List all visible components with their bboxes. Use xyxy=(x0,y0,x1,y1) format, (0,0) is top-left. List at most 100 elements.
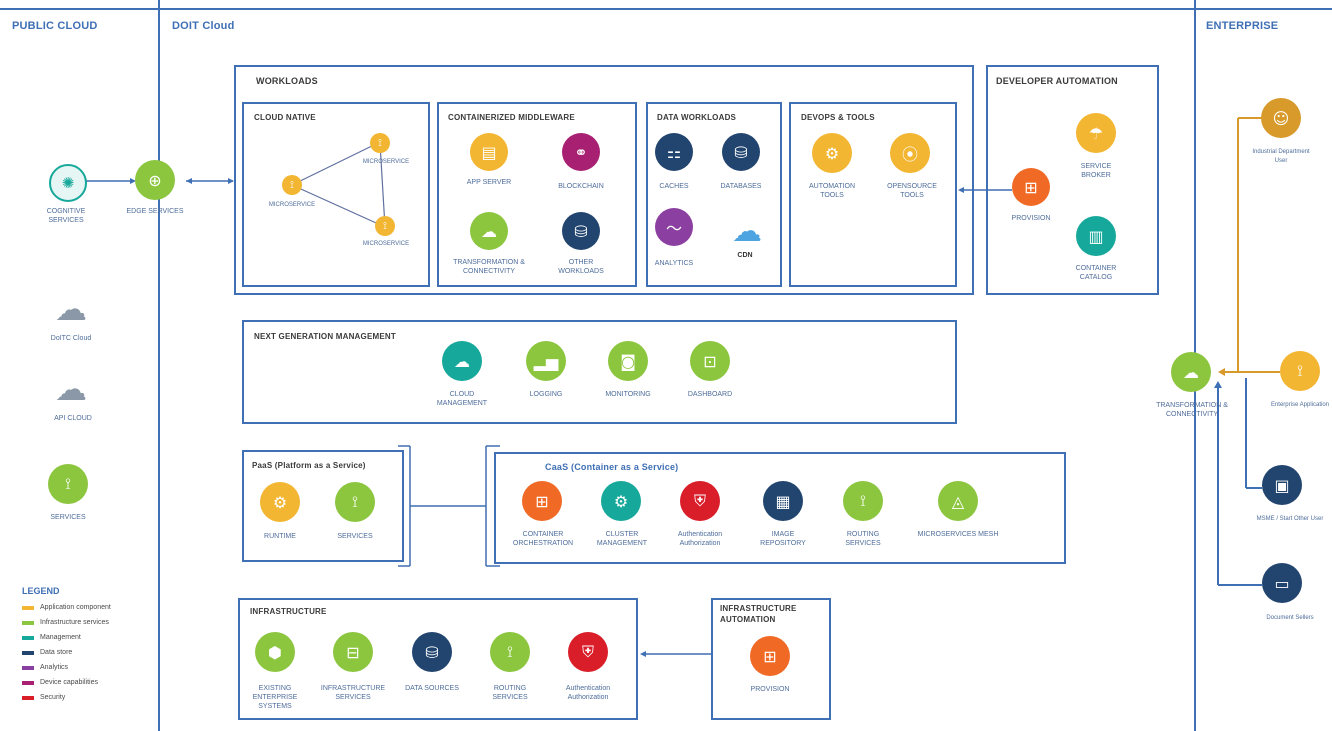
infra-provision-icon[interactable]: ⊞ xyxy=(750,636,790,676)
infra-automation-box xyxy=(711,598,831,720)
automation-tools-label: AUTOMATION TOOLS xyxy=(808,183,856,199)
infrastructure-box xyxy=(238,598,638,720)
api-cloud-icon: ☁ xyxy=(55,370,87,408)
infra-auth-label: Authentication Authorization xyxy=(565,685,611,701)
other-workloads-label: OTHER WORKLOADS xyxy=(558,259,604,275)
logging-label: LOGGING xyxy=(529,391,563,398)
enterprise-transformation-label: TRANSFORMATION & CONNECTIVITY xyxy=(1156,402,1228,418)
blockchain-icon[interactable]: ⚭ xyxy=(562,133,600,171)
msme-user-icon[interactable]: ▣ xyxy=(1262,465,1302,505)
data-sources-label: DATA SOURCES xyxy=(405,685,459,692)
microservice-label: MICROSERVICE xyxy=(268,202,316,208)
legend-title: LEGEND xyxy=(22,586,60,596)
paas-services-label: SERVICES xyxy=(337,533,373,540)
automation-tools-icon[interactable]: ⚙ xyxy=(812,133,852,173)
top-rule xyxy=(0,8,1332,10)
document-sellers-icon[interactable]: ▭ xyxy=(1262,563,1302,603)
legend-item-analytics: Analytics xyxy=(22,664,68,671)
microservice-icon[interactable]: ⟟ xyxy=(282,175,302,195)
container-catalog-label: CONTAINER CATALOG xyxy=(1075,265,1117,281)
document-sellers-label: Document Sellers xyxy=(1266,615,1314,621)
image-repository-label: IMAGE REPOSITORY xyxy=(760,531,806,547)
devops-tools-title: DEVOPS & TOOLS xyxy=(801,113,875,122)
caas-box xyxy=(494,452,1066,564)
infrastructure-services-label: INFRASTRUCTURE SERVICES xyxy=(320,685,386,701)
provision-icon[interactable]: ⊞ xyxy=(1012,168,1050,206)
cdn-cloud-icon[interactable]: ☁ xyxy=(732,213,762,249)
legend-label: Application component xyxy=(40,604,111,611)
cloud-native-box xyxy=(242,102,430,287)
doitc-cloud-icon: ☁ xyxy=(55,290,87,328)
existing-systems-icon[interactable]: ⬢ xyxy=(255,632,295,672)
cloud-management-label: CLOUD MANAGEMENT xyxy=(436,391,488,407)
paas-services-icon[interactable]: ⟟ xyxy=(335,482,375,522)
legend-swatch xyxy=(22,665,34,670)
microservice-icon[interactable]: ⟟ xyxy=(375,216,395,236)
container-orchestration-icon[interactable]: ⊞ xyxy=(522,481,562,521)
blockchain-label: BLOCKCHAIN xyxy=(558,183,604,190)
microservices-mesh-icon[interactable]: ◬ xyxy=(938,481,978,521)
legend-swatch xyxy=(22,650,34,655)
public-services-label: SERVICES xyxy=(50,514,86,521)
legend-label: Data store xyxy=(40,649,73,656)
infra-provision-label: PROVISION xyxy=(750,686,790,693)
container-catalog-icon[interactable]: ▥ xyxy=(1076,216,1116,256)
microservice-label: MICROSERVICE xyxy=(362,241,410,247)
containerized-middleware-box xyxy=(437,102,637,287)
data-workloads-box xyxy=(646,102,782,287)
service-broker-icon[interactable]: ☂ xyxy=(1076,113,1116,153)
infra-auth-icon[interactable]: ⛨ xyxy=(568,632,608,672)
caas-auth-icon[interactable]: ⛨ xyxy=(680,481,720,521)
public-services-icon[interactable]: ⟟ xyxy=(48,464,88,504)
cluster-management-icon[interactable]: ⚙ xyxy=(601,481,641,521)
legend-swatch xyxy=(22,605,34,610)
other-workloads-icon[interactable]: ⛁ xyxy=(562,212,600,250)
next-gen-management-box xyxy=(242,320,957,424)
infrastructure-services-icon[interactable]: ⊟ xyxy=(333,632,373,672)
cloud-native-title: CLOUD NATIVE xyxy=(254,113,316,122)
existing-systems-label: EXISTING ENTERPRISE SYSTEMS xyxy=(252,685,298,710)
infra-routing-icon[interactable]: ⟟ xyxy=(490,632,530,672)
edge-services-icon[interactable]: ⊕ xyxy=(135,160,175,200)
api-cloud-label: API CLOUD xyxy=(54,415,92,422)
cognitive-services-icon[interactable]: ✺ xyxy=(49,164,87,202)
legend-label: Security xyxy=(40,694,66,701)
doitc-cloud-label: DoITC Cloud xyxy=(50,335,92,342)
cloud-management-icon[interactable]: ☁ xyxy=(442,341,482,381)
opensource-tools-icon[interactable]: ⦿ xyxy=(890,133,930,173)
developer-automation-title: DEVELOPER AUTOMATION xyxy=(996,76,1118,86)
legend-item-security: Security xyxy=(22,694,65,701)
opensource-tools-label: OPENSOURCE TOOLS xyxy=(887,183,937,199)
image-repository-icon[interactable]: ▦ xyxy=(763,481,803,521)
legend-item-infrastructure: Infrastructure services xyxy=(22,619,109,626)
microservice-icon[interactable]: ⟟ xyxy=(370,133,390,153)
monitoring-label: MONITORING xyxy=(605,391,651,398)
caches-label: CACHES xyxy=(659,183,689,190)
service-broker-label: SERVICE BROKER xyxy=(1080,163,1112,179)
analytics-icon[interactable]: 〜 xyxy=(655,208,693,246)
monitoring-icon[interactable]: ◙ xyxy=(608,341,648,381)
logging-icon[interactable]: ▂▅ xyxy=(526,341,566,381)
msme-user-label: MSME / Start Other User xyxy=(1256,516,1324,522)
transformation-icon[interactable]: ☁ xyxy=(470,212,508,250)
legend-label: Management xyxy=(40,634,81,641)
paas-box xyxy=(242,450,404,562)
industrial-user-label: Industrial Department User xyxy=(1252,149,1310,164)
enterprise-transformation-icon[interactable]: ☁ xyxy=(1171,352,1211,392)
infrastructure-title: INFRASTRUCTURE xyxy=(250,607,327,616)
app-server-icon[interactable]: ▤ xyxy=(470,133,508,171)
industrial-user-icon[interactable]: ☺ xyxy=(1261,98,1301,138)
databases-icon[interactable]: ⛁ xyxy=(722,133,760,171)
legend-swatch xyxy=(22,620,34,625)
data-sources-icon[interactable]: ⛁ xyxy=(412,632,452,672)
containerized-middleware-title: CONTAINERIZED MIDDLEWARE xyxy=(448,113,575,122)
enterprise-application-icon[interactable]: ⟟ xyxy=(1280,351,1320,391)
legend-swatch xyxy=(22,695,34,700)
runtime-icon[interactable]: ⚙ xyxy=(260,482,300,522)
dashboard-icon[interactable]: ⊡ xyxy=(690,341,730,381)
devops-tools-box xyxy=(789,102,957,287)
caas-routing-icon[interactable]: ⟟ xyxy=(843,481,883,521)
caches-icon[interactable]: ⚏ xyxy=(655,133,693,171)
provision-label: PROVISION xyxy=(1011,215,1051,222)
